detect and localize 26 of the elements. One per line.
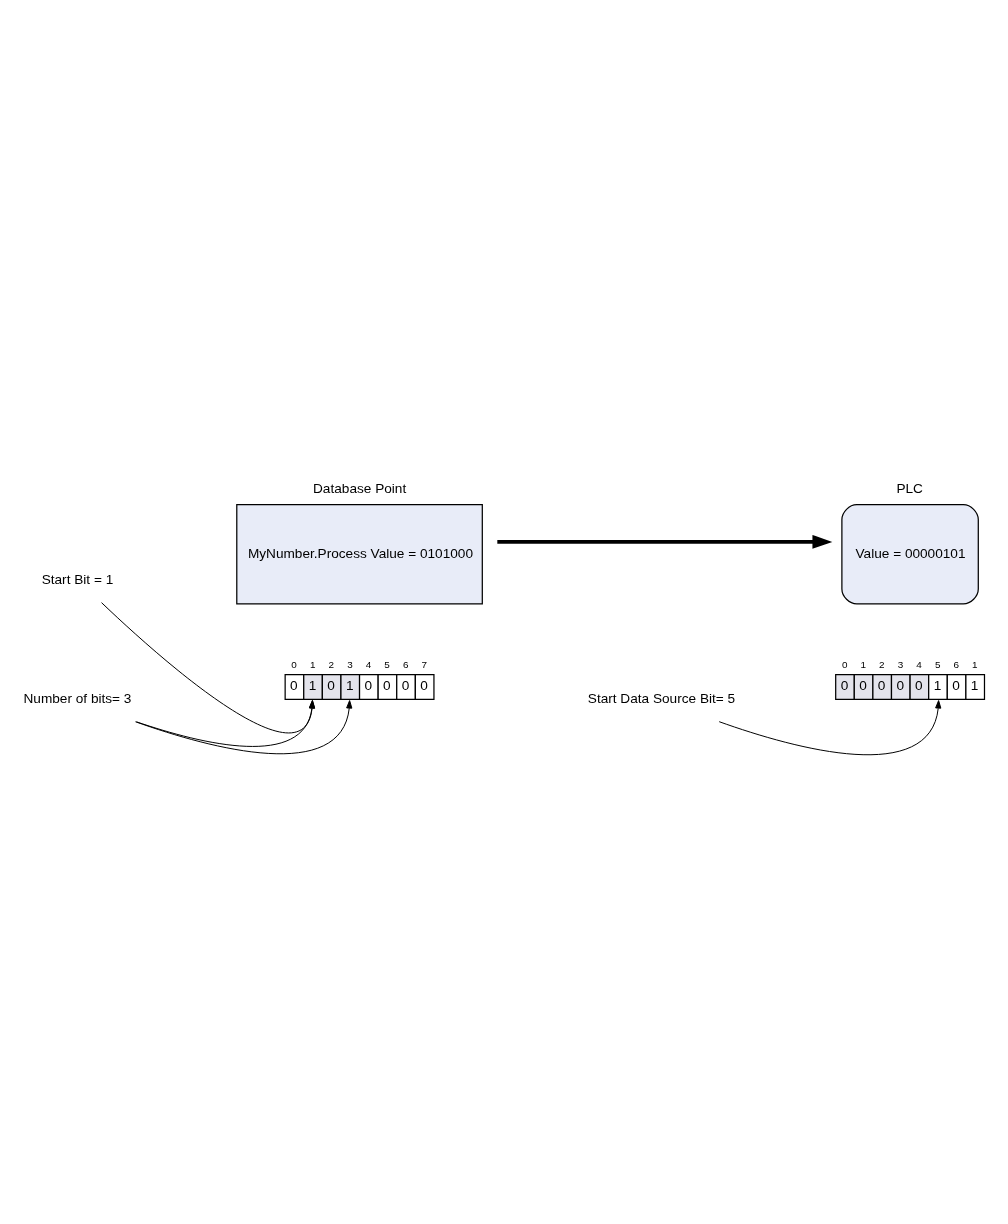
arrow (135, 699, 316, 747)
node-label: 5 (934, 658, 941, 670)
node-label: 4 (365, 658, 372, 670)
node-label: 0 (841, 658, 848, 670)
node-label: 1 (860, 658, 867, 670)
node-label: 6 (402, 658, 409, 670)
node-label: 3 (347, 658, 353, 670)
node-label: 2 (328, 658, 335, 670)
arrow (135, 699, 353, 754)
node-text: Start Data Source Bit= 5 (587, 690, 736, 706)
arrow (718, 699, 942, 755)
node-label: 3 (897, 658, 904, 670)
node-label: 4 (916, 658, 922, 670)
arrow (101, 601, 316, 733)
node-text: Start Bit = 1 (41, 571, 114, 587)
node-label: 2 (879, 658, 885, 670)
node-label: 6 (953, 658, 959, 670)
node-label: PLC (896, 480, 923, 496)
node-label: 5 (384, 658, 390, 670)
node-text: Number of bits= 3 (23, 690, 132, 706)
arrow (497, 534, 833, 549)
node-label: 1 (972, 658, 978, 670)
node-label: 1 (309, 658, 316, 670)
node-label: Database Point (313, 480, 407, 496)
node-label: 0 (291, 658, 297, 670)
node-label: 7 (421, 658, 428, 670)
